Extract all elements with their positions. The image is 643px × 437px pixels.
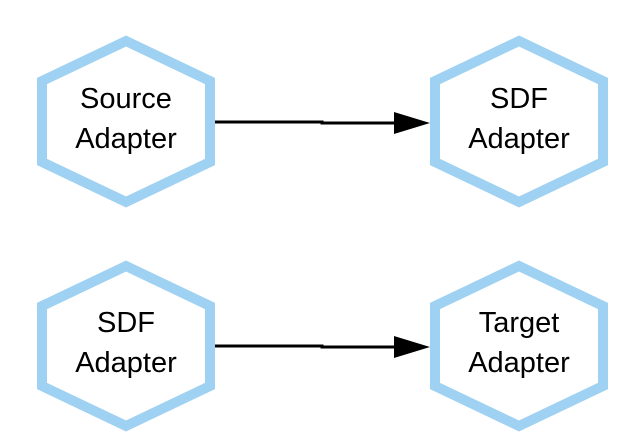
- node-label-line-1: SDF: [97, 307, 155, 339]
- hexagon-shape: [430, 35, 608, 208]
- hexagon-shape: [37, 35, 215, 208]
- hexagon-shape: [430, 260, 608, 432]
- arrowhead: [394, 336, 430, 358]
- edge-line: [210, 344, 400, 349]
- node-label-line-1: SDF: [490, 83, 548, 115]
- node-label-line-2: Adapter: [468, 347, 570, 379]
- hexagon-shape: [37, 260, 215, 432]
- node-sdf-adapter-bottom[interactable]: SDF Adapter: [37, 260, 215, 432]
- node-source-adapter[interactable]: Source Adapter: [37, 35, 215, 208]
- node-label-line-1: Source: [80, 83, 172, 115]
- edge-sdf-to-target: [210, 336, 430, 358]
- arrowhead: [394, 112, 430, 134]
- node-label-line-2: Adapter: [75, 123, 177, 155]
- node-label-line-1: Target: [479, 307, 560, 339]
- node-sdf-adapter-top[interactable]: SDF Adapter: [430, 35, 608, 208]
- edge-source-to-sdf: [210, 112, 430, 134]
- edge-line: [210, 120, 400, 125]
- node-label-line-2: Adapter: [468, 123, 570, 155]
- node-target-adapter[interactable]: Target Adapter: [430, 260, 608, 432]
- node-label-line-2: Adapter: [75, 347, 177, 379]
